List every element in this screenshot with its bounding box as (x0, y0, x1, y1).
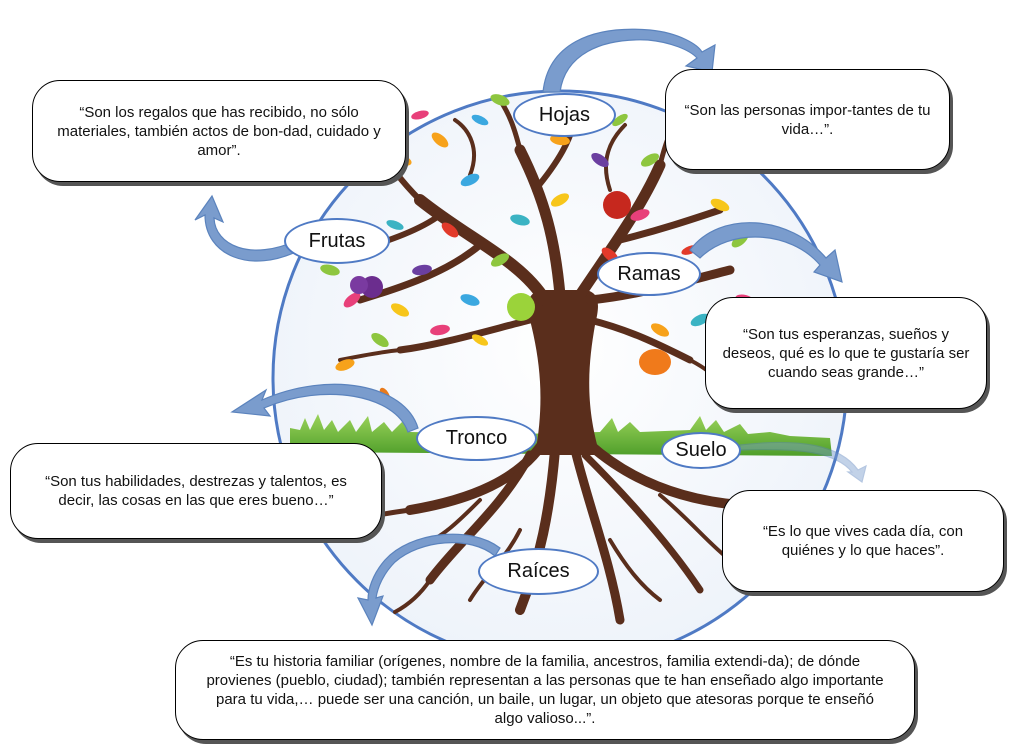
description-raices-text: “Es tu historia familiar (orígenes, nomb… (206, 653, 884, 727)
arrow-tronco (230, 383, 419, 433)
description-tronco-text: “Son tus habilidades, destrezas y talent… (45, 473, 347, 509)
description-frutas: “Son los regalos que has recibido, no só… (32, 80, 406, 182)
arrow-ramas (689, 222, 843, 283)
description-hojas: “Son las personas impor-tantes de tu vid… (665, 69, 950, 170)
description-ramas-text: “Son tus esperanzas, sueños y deseos, qu… (722, 325, 970, 381)
label-suelo: Suelo (661, 432, 741, 469)
label-hojas: Hojas (513, 93, 616, 137)
description-hojas-text: “Son las personas impor-tantes de tu vid… (684, 101, 931, 138)
description-suelo-text: “Es lo que vives cada día, con quiénes y… (762, 523, 964, 559)
arrows (194, 28, 867, 627)
description-ramas: “Son tus esperanzas, sueños y deseos, qu… (705, 297, 987, 409)
label-raices: Raíces (478, 548, 599, 595)
description-frutas-text: “Son los regalos que has recibido, no só… (57, 103, 381, 159)
label-ramas: Ramas (597, 252, 701, 296)
arrow-raices (356, 533, 501, 627)
arrow-frutas (194, 194, 301, 262)
description-tronco: “Son tus habilidades, destrezas y talent… (10, 443, 382, 539)
description-raices: “Es tu historia familiar (orígenes, nomb… (175, 640, 915, 740)
label-tronco: Tronco (416, 416, 537, 461)
label-frutas: Frutas (284, 218, 390, 264)
arrow-suelo (739, 441, 867, 484)
description-suelo: “Es lo que vives cada día, con quiénes y… (722, 490, 1004, 592)
